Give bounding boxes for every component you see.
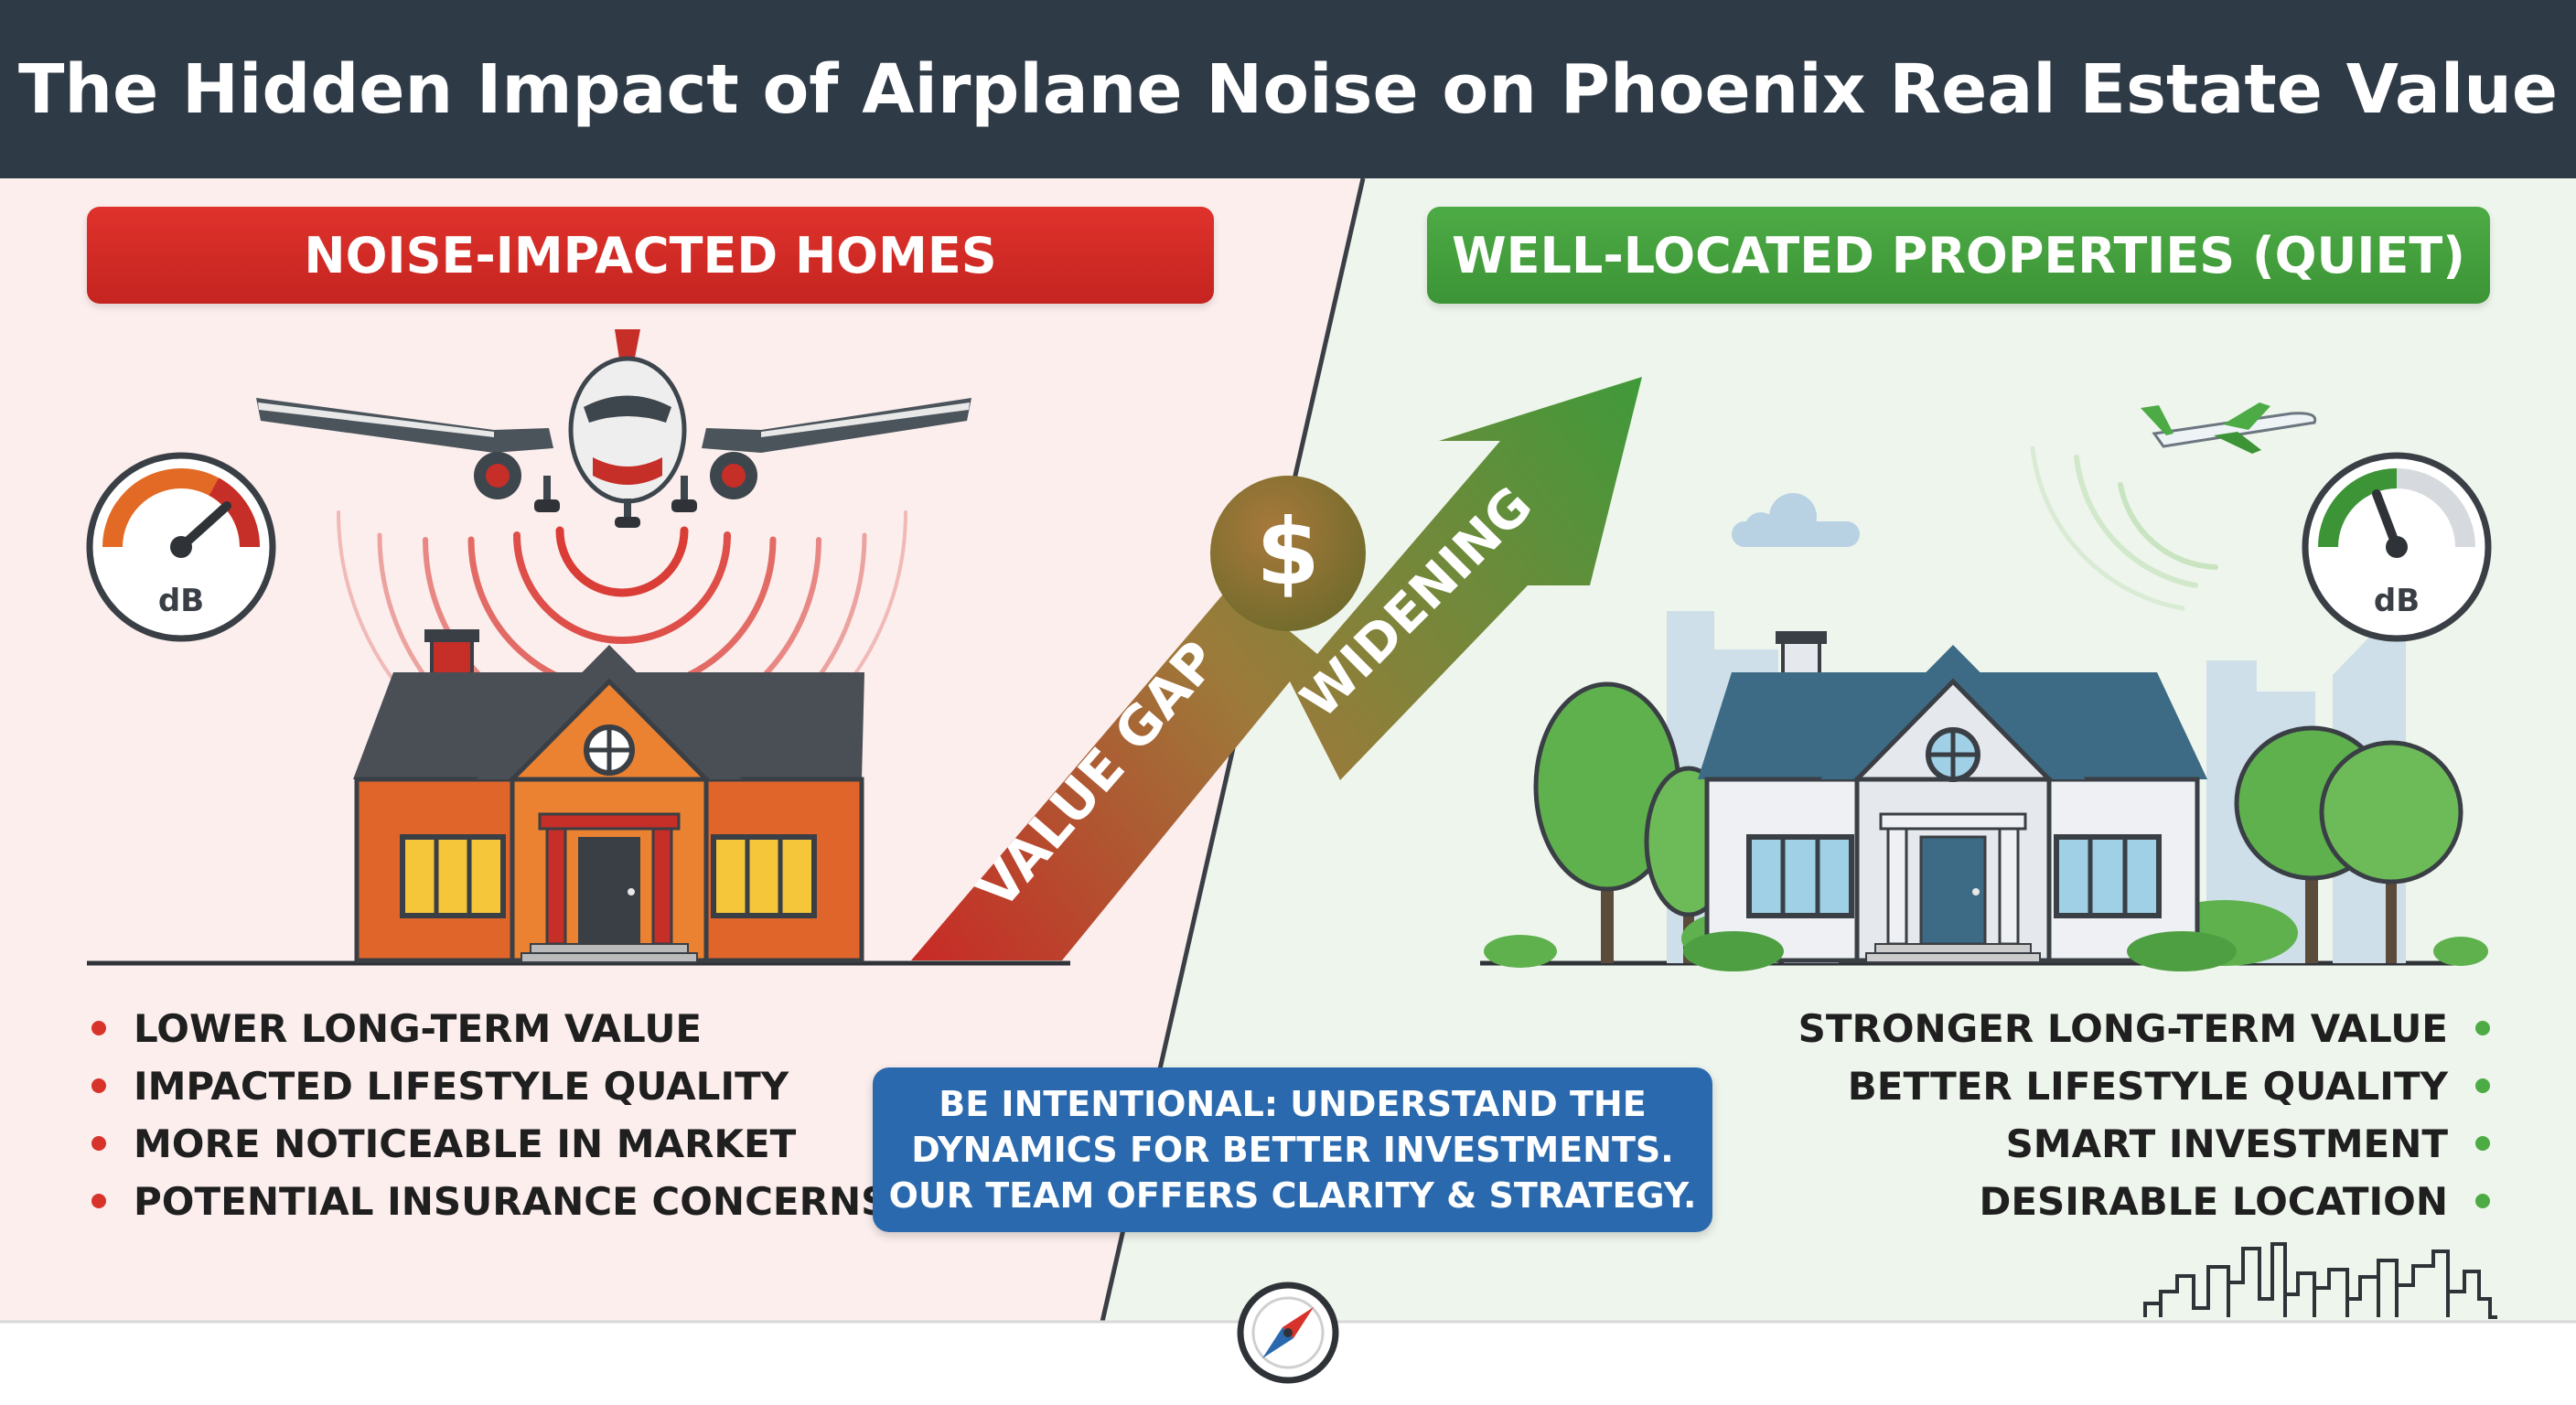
list-item: BETTER LIFESTYLE QUALITY [1798,1057,2490,1115]
quiet-house-icon [1698,631,2207,963]
decibel-meter-icon: dB [86,452,276,642]
title-bar: The Hidden Impact of Airplane Noise on P… [0,0,2576,178]
coin-symbol: $ [1256,499,1320,606]
list-item: DESIRABLE LOCATION [1798,1173,2490,1230]
quiet-sound-wave-icon [2030,445,2218,611]
callout-line: OUR TEAM OFFERS CLARITY & STRATEGY. [888,1175,1697,1216]
cloud-icon [1732,493,1860,547]
left-meter-label: dB [158,583,204,619]
noise-impacted-bullet-list: LOWER LONG-TERM VALUE IMPACTED LIFESTYLE… [91,1000,888,1230]
noise-impacted-heading-label: NOISE-IMPACTED HOMES [304,226,997,284]
list-item: IMPACTED LIFESTYLE QUALITY [91,1057,888,1115]
noise-impacted-heading: NOISE-IMPACTED HOMES [87,207,1214,304]
page-title: The Hidden Impact of Airplane Noise on P… [17,49,2559,129]
city-skyline-icon [2143,1242,2497,1319]
noisy-house-icon [353,629,864,963]
airplane-icon [256,329,971,528]
list-item: LOWER LONG-TERM VALUE [91,1000,888,1057]
front-bushes [1683,931,2237,971]
list-item: POTENTIAL INSURANCE CONCERNS [91,1173,888,1230]
list-item: SMART INVESTMENT [1798,1115,2490,1173]
callout-line: DYNAMICS FOR BETTER INVESTMENTS. [911,1130,1674,1170]
list-item: STRONGER LONG-TERM VALUE [1798,1000,2490,1057]
quiet-properties-heading-label: WELL-LOCATED PROPERTIES (QUIET) [1452,226,2465,284]
callout-line: BE INTENTIONAL: UNDERSTAND THE [939,1084,1647,1124]
right-meter-label: dB [2374,583,2420,619]
small-airplane-icon [2141,402,2317,454]
tree-icon-right [2234,725,2463,963]
callout-box: BE INTENTIONAL: UNDERSTAND THE DYNAMICS … [873,1067,1712,1232]
dollar-coin-icon: $ [1210,476,1366,631]
quiet-properties-heading: WELL-LOCATED PROPERTIES (QUIET) [1427,207,2490,304]
list-item: MORE NOTICEABLE IN MARKET [91,1115,888,1173]
quiet-properties-bullet-list: STRONGER LONG-TERM VALUE BETTER LIFESTYL… [1798,1000,2490,1230]
compass-icon [1237,1282,1339,1384]
quiet-decibel-meter-icon: dB [2302,452,2492,642]
